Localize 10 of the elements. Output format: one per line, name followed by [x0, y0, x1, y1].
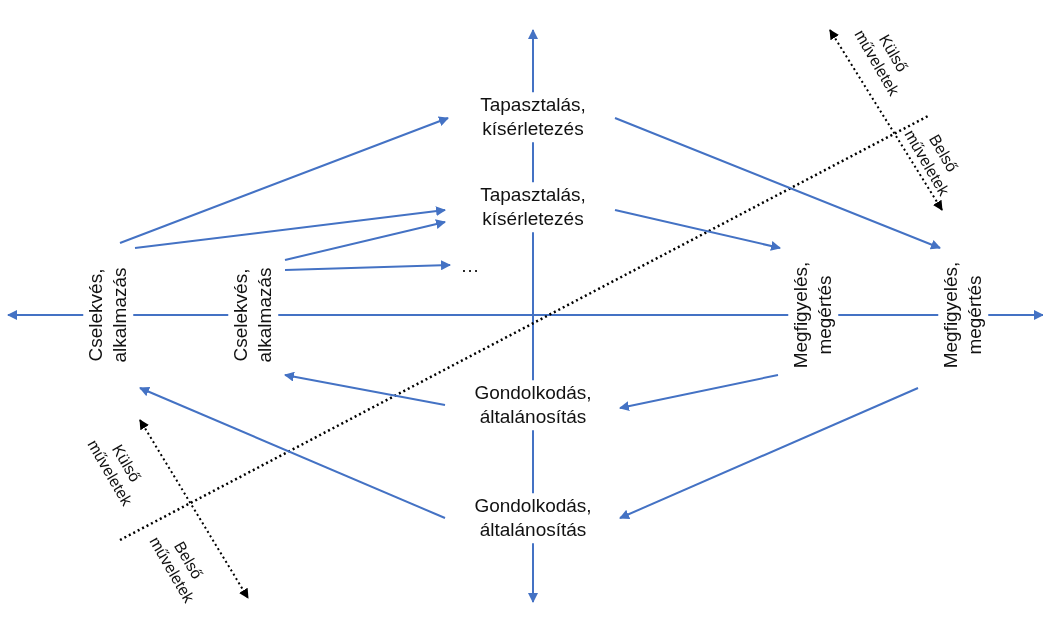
arrow: [619, 387, 919, 519]
arrow: [619, 374, 779, 412]
arrow: [614, 209, 781, 251]
arrow: [119, 116, 449, 244]
arrow: [284, 219, 446, 261]
arrow: [284, 260, 451, 271]
arrow: [614, 117, 941, 250]
arrow: [134, 206, 446, 249]
arrow: [284, 371, 446, 406]
arrow: [139, 386, 446, 519]
